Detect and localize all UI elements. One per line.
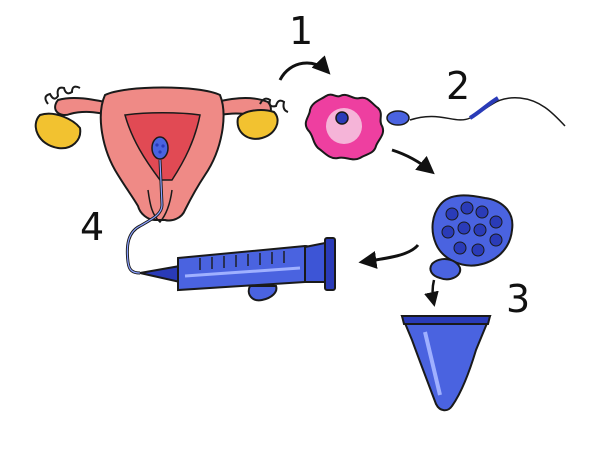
step-number-4: 4 (80, 208, 104, 246)
step-number-3: 3 (506, 280, 530, 318)
syringe-icon (140, 238, 335, 300)
right-ovary-icon (238, 110, 278, 139)
test-tube-icon (402, 316, 490, 410)
implanted-embryo-icon (152, 137, 168, 159)
syringe-finger-grip (249, 286, 277, 300)
step-number-2: 2 (446, 67, 470, 105)
embryo-fragment-icon (430, 259, 460, 279)
sperm-icon (387, 98, 565, 126)
step-number-1: 1 (289, 12, 313, 50)
egg-cell-icon (306, 95, 383, 160)
arrow-step-3 (433, 280, 435, 304)
arrow-step-4 (362, 245, 418, 262)
embryo-icon (433, 195, 513, 265)
left-ovary-icon (36, 114, 81, 149)
arrow-step-1 (280, 63, 328, 80)
arrow-step-2 (392, 150, 432, 172)
